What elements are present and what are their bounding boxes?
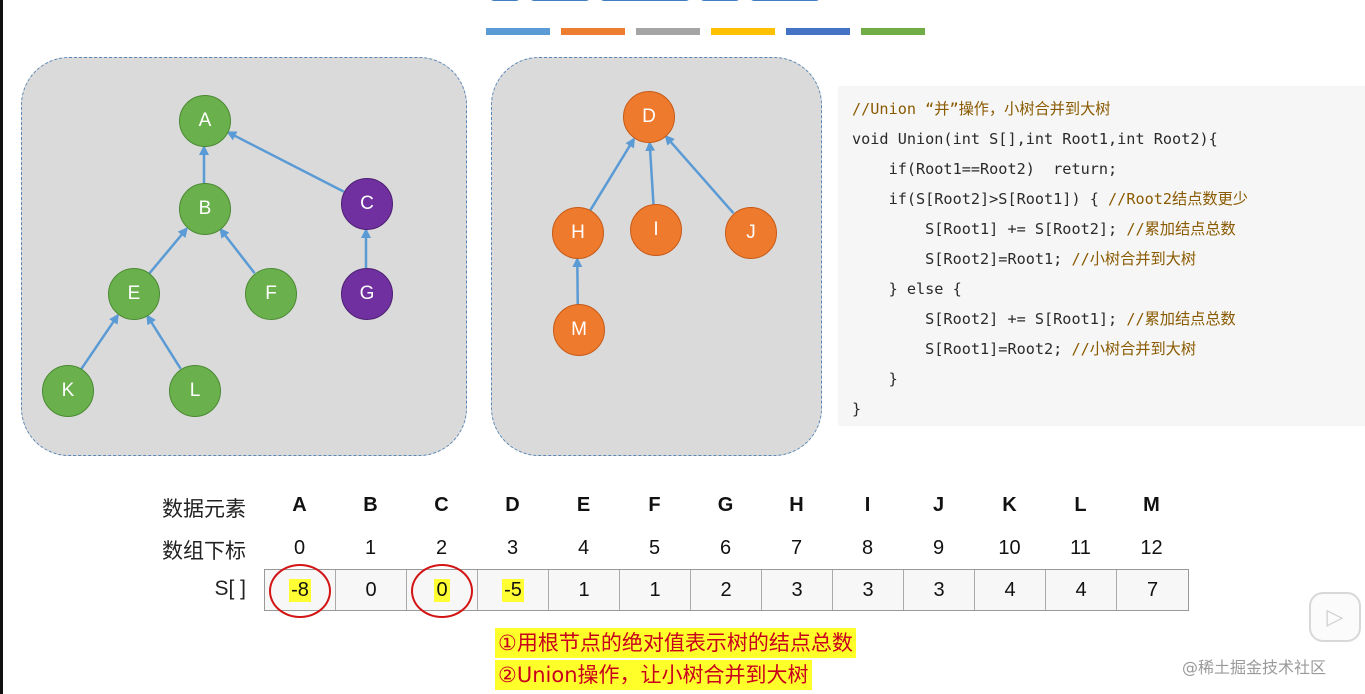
s-value: 7 (1146, 578, 1159, 601)
index-label: 12 (1140, 537, 1163, 559)
code-line: } (852, 370, 898, 388)
element-label: L (1074, 494, 1087, 516)
code-line: S[Root1] += S[Root2]; //累加结点总数 (852, 220, 1236, 238)
code-line: void Union(int S[],int Root1,int Root2){ (852, 130, 1218, 148)
code-line: } (852, 400, 862, 418)
s-value: 4 (1004, 578, 1016, 601)
red-circle-mark (411, 564, 473, 618)
s-cell-8: 3 (833, 570, 904, 610)
s-cell-7: 3 (762, 570, 833, 610)
color-swatch (486, 28, 550, 35)
node-H: H (552, 207, 604, 259)
watermark: @稀土掘金技术社区 (1182, 658, 1327, 677)
s-value: 1 (649, 578, 661, 601)
node-F: F (245, 268, 297, 320)
play-icon: ▷ (1326, 604, 1344, 630)
s-cell-12: 7 (1117, 570, 1188, 610)
element-label: B (363, 494, 378, 516)
node-A: A (179, 95, 231, 147)
element-label: M (1143, 494, 1160, 516)
index-label: 2 (435, 537, 448, 559)
color-strip (486, 28, 925, 35)
s-cell-5: 1 (620, 570, 691, 610)
node-L: L (169, 365, 221, 417)
node-D: D (623, 91, 675, 143)
code-line: S[Root2] += S[Root1]; //累加结点总数 (852, 310, 1236, 328)
color-swatch (861, 28, 925, 35)
node-M: M (553, 304, 605, 356)
node-I: I (630, 204, 682, 256)
index-label: 3 (506, 537, 519, 559)
s-cell-4: 1 (549, 570, 620, 610)
row-label-elements: 数据元素 (162, 497, 246, 521)
index-label: 0 (293, 537, 306, 559)
s-cell-9: 3 (904, 570, 975, 610)
code-line: } else { (852, 280, 962, 298)
s-value: 3 (933, 578, 945, 601)
color-swatch (786, 28, 850, 35)
index-label: 4 (577, 537, 590, 559)
s-value: 0 (365, 578, 377, 601)
node-J: J (725, 207, 777, 259)
index-label: 7 (790, 537, 803, 559)
note-1: ①用根节点的绝对值表示树的结点总数 (495, 628, 856, 658)
node-E: E (108, 268, 160, 320)
code-line: S[Root1]=Root2; //小树合并到大树 (852, 340, 1197, 358)
s-cell-1: 0 (336, 570, 407, 610)
color-swatch (711, 28, 775, 35)
element-label: J (932, 494, 945, 516)
s-value: 3 (862, 578, 874, 601)
element-label: A (292, 494, 307, 516)
s-cell-10: 4 (975, 570, 1046, 610)
index-label: 10 (998, 537, 1021, 559)
s-value: -5 (502, 578, 524, 602)
s-value: 1 (578, 578, 590, 601)
index-label: 11 (1070, 537, 1091, 559)
s-cell-6: 2 (691, 570, 762, 610)
red-circle-mark (269, 564, 331, 618)
node-G: G (341, 268, 393, 320)
s-array-row: -8 0 0 -5 1 1 2 3 3 3 4 4 7 (264, 564, 1189, 618)
s-value: 2 (720, 578, 732, 601)
code-line: if(S[Root2]>S[Root1]) { //Root2结点数更少 (852, 190, 1248, 208)
row-label-index: 数组下标 (162, 539, 246, 563)
code-block: //Union “并”操作，小树合并到大树 void Union(int S[]… (838, 86, 1365, 426)
s-cell-0: -8 (265, 564, 336, 618)
index-label: 5 (648, 537, 661, 559)
element-label: G (717, 494, 734, 516)
node-B: B (179, 183, 231, 235)
node-K: K (42, 365, 94, 417)
element-label: E (576, 494, 591, 516)
index-label: 6 (719, 537, 732, 559)
element-label: F (648, 494, 661, 516)
s-value: 4 (1075, 578, 1087, 601)
element-label: D (505, 494, 520, 516)
play-button[interactable]: ▷ (1309, 592, 1361, 642)
node-C: C (341, 178, 393, 230)
index-label: 8 (861, 537, 874, 559)
s-cell-3: -5 (478, 570, 549, 610)
row-label-s: S[ ] (214, 577, 246, 600)
s-cell-2: 0 (407, 564, 478, 618)
title-cropped (490, 0, 850, 4)
index-label: 9 (932, 537, 945, 559)
note-2: ②Union操作，让小树合并到大树 (495, 660, 812, 690)
color-swatch (636, 28, 700, 35)
s-cell-11: 4 (1046, 570, 1117, 610)
code-line: //Union “并”操作，小树合并到大树 (852, 100, 1111, 118)
element-label: K (1002, 494, 1017, 516)
code-line: if(Root1==Root2) return; (852, 160, 1118, 178)
index-label: 1 (364, 537, 377, 559)
element-label: H (789, 494, 804, 516)
code-line: S[Root2]=Root1; //小树合并到大树 (852, 250, 1197, 268)
s-value: 3 (791, 578, 803, 601)
element-label: C (434, 494, 449, 516)
element-label: I (864, 494, 871, 516)
left-frame-border (0, 0, 3, 694)
color-swatch (561, 28, 625, 35)
